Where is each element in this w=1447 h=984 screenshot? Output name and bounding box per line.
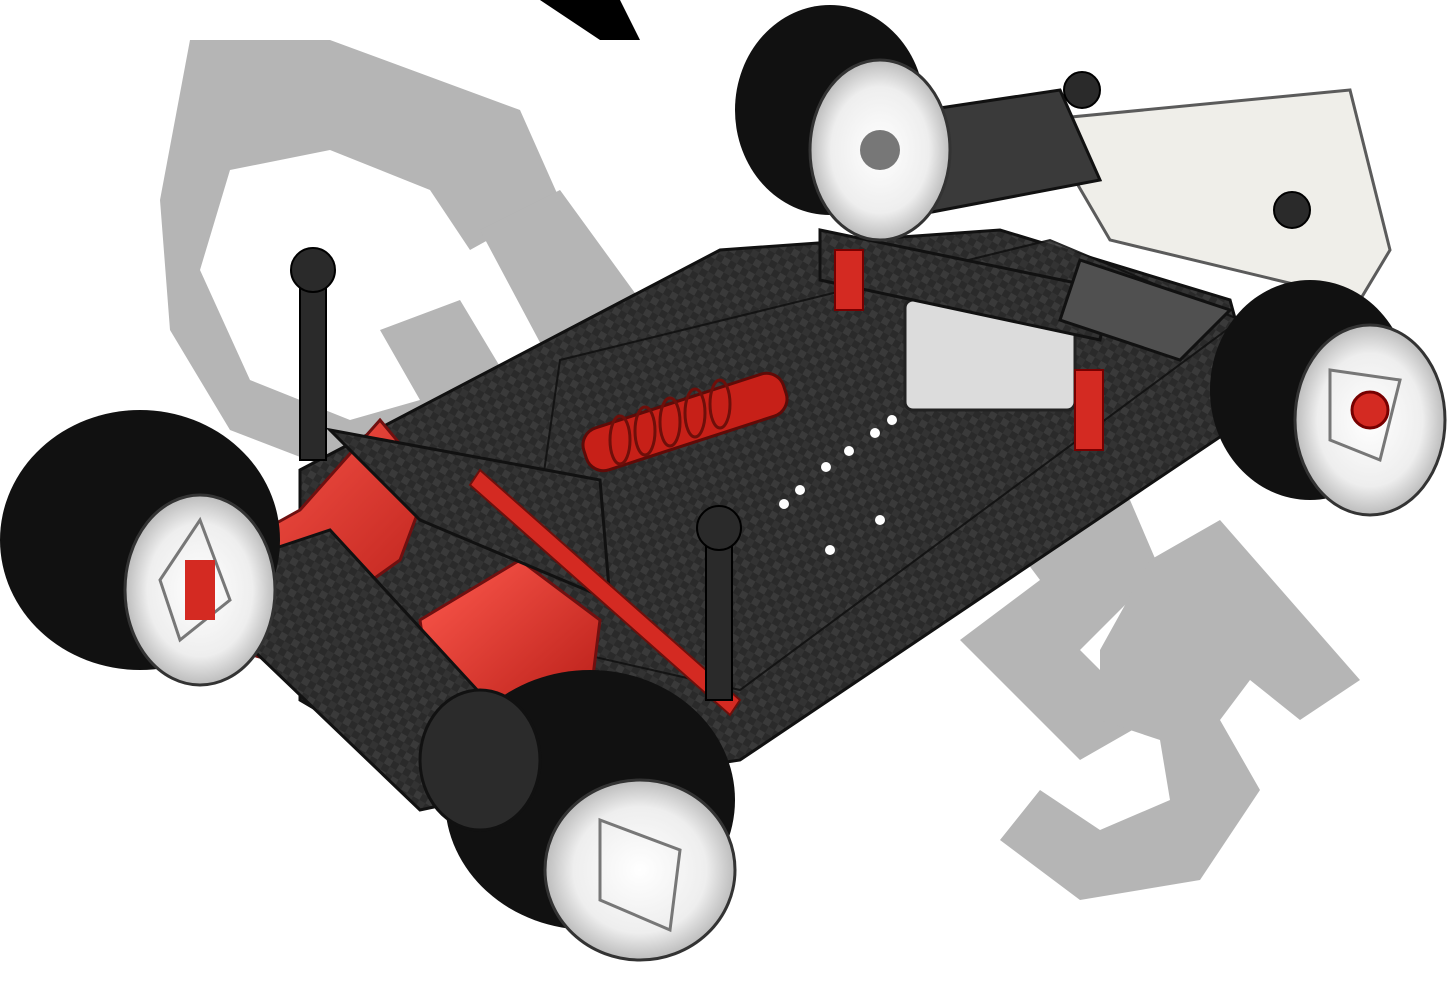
watermark-letter-g: [160, 40, 560, 480]
rear-right-wheel: [418, 670, 737, 962]
front-right-wheel: [1210, 280, 1447, 517]
rear-left-wheel: [0, 410, 280, 687]
front-assembly: [818, 88, 1392, 451]
shock-absorber: [581, 371, 789, 473]
red-link-bar: [468, 468, 742, 717]
title-fragment: [540, 0, 640, 40]
body-posts: [290, 71, 1311, 701]
front-left-wheel: [735, 5, 952, 242]
watermark-letter-5: [1000, 520, 1360, 900]
